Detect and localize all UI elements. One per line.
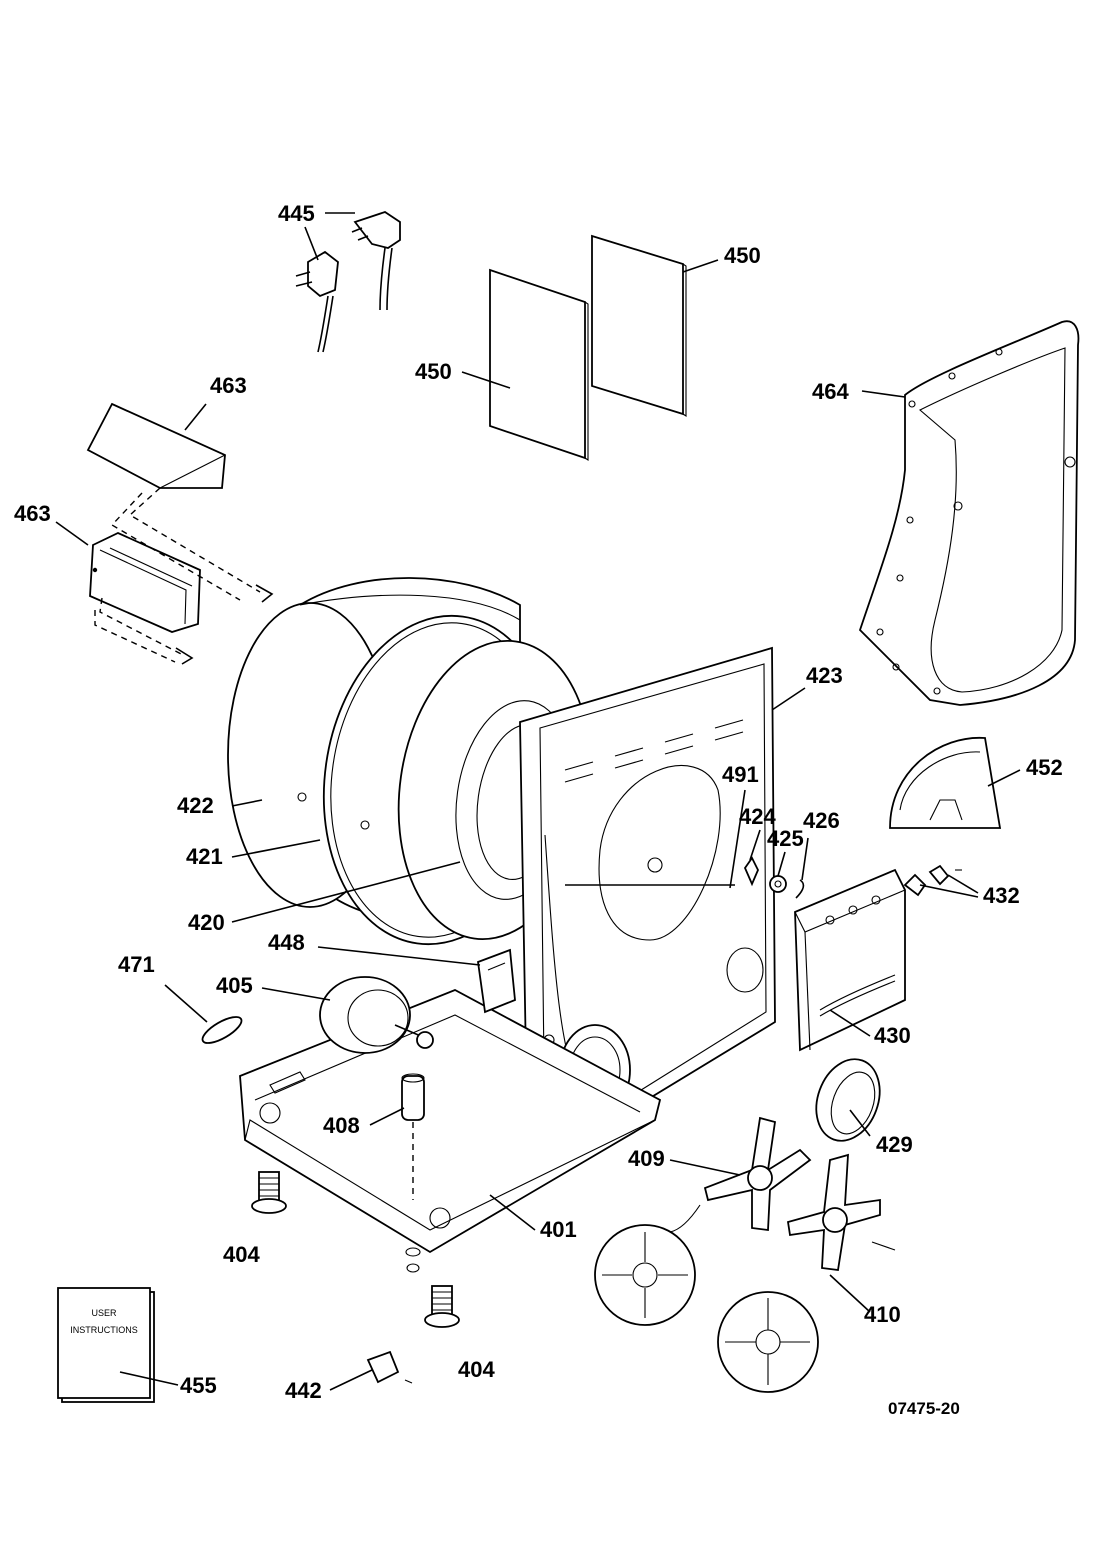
- label-463-lower: 463: [14, 501, 51, 526]
- label-450-upper: 450: [724, 243, 761, 268]
- leader-lines: [55, 212, 1021, 1391]
- base-part-401: [239, 989, 662, 1254]
- thermostat-part-424: [743, 856, 759, 887]
- label-450-lower: 450: [415, 359, 452, 384]
- clip-part-426: [795, 879, 805, 899]
- label-429: 429: [876, 1132, 913, 1157]
- label-471: 471: [118, 952, 155, 977]
- label-445: 445: [278, 201, 315, 226]
- label-424: 424: [739, 804, 776, 829]
- switch-part-448: [477, 948, 516, 1014]
- label-410: 410: [864, 1302, 901, 1327]
- label-404-right: 404: [458, 1357, 495, 1382]
- foot-part-404: [251, 1171, 460, 1328]
- element-cover-part-452: [889, 737, 1002, 829]
- label-401: 401: [540, 1217, 577, 1242]
- manual-title-line2: INSTRUCTIONS: [70, 1325, 138, 1335]
- thermal-fuse-part-432: [903, 864, 962, 897]
- belt-part-471: [201, 1016, 243, 1044]
- fan-part-409: [594, 1116, 812, 1326]
- label-442: 442: [285, 1378, 322, 1403]
- power-cord-part-445: [295, 211, 401, 353]
- switch-part-442: [366, 1350, 413, 1384]
- nut-part-425: [769, 875, 787, 893]
- label-452: 452: [1026, 755, 1063, 780]
- label-425: 425: [767, 826, 804, 851]
- label-423: 423: [806, 663, 843, 688]
- manual-title-line1: USER: [91, 1308, 117, 1318]
- vent-part-463: [86, 402, 274, 665]
- callout-labels: 445 450 450 463 463 464 423 452 491 424 …: [14, 201, 1063, 1418]
- rear-cover-part-464: [858, 320, 1080, 706]
- label-426: 426: [803, 808, 840, 833]
- label-491: 491: [722, 762, 759, 787]
- label-420: 420: [188, 910, 225, 935]
- label-421: 421: [186, 844, 223, 869]
- capacitor-part-408: [401, 1073, 425, 1200]
- label-463-upper: 463: [210, 373, 247, 398]
- ring-part-429: [815, 1058, 881, 1142]
- label-405: 405: [216, 973, 253, 998]
- heater-part-430: [794, 868, 906, 1052]
- manual-part-455: USER INSTRUCTIONS: [57, 1287, 155, 1403]
- label-464: 464: [812, 379, 849, 404]
- label-455: 455: [180, 1373, 217, 1398]
- label-404-left: 404: [223, 1242, 260, 1267]
- label-430: 430: [874, 1023, 911, 1048]
- label-422: 422: [177, 793, 214, 818]
- fan-part-410: [717, 1153, 896, 1393]
- motor-part-405: [319, 976, 434, 1054]
- panel-part-450: [489, 234, 687, 462]
- label-432: 432: [983, 883, 1020, 908]
- label-409: 409: [628, 1146, 665, 1171]
- figure-code: 07475-20: [888, 1399, 960, 1418]
- label-448: 448: [268, 930, 305, 955]
- label-408: 408: [323, 1113, 360, 1138]
